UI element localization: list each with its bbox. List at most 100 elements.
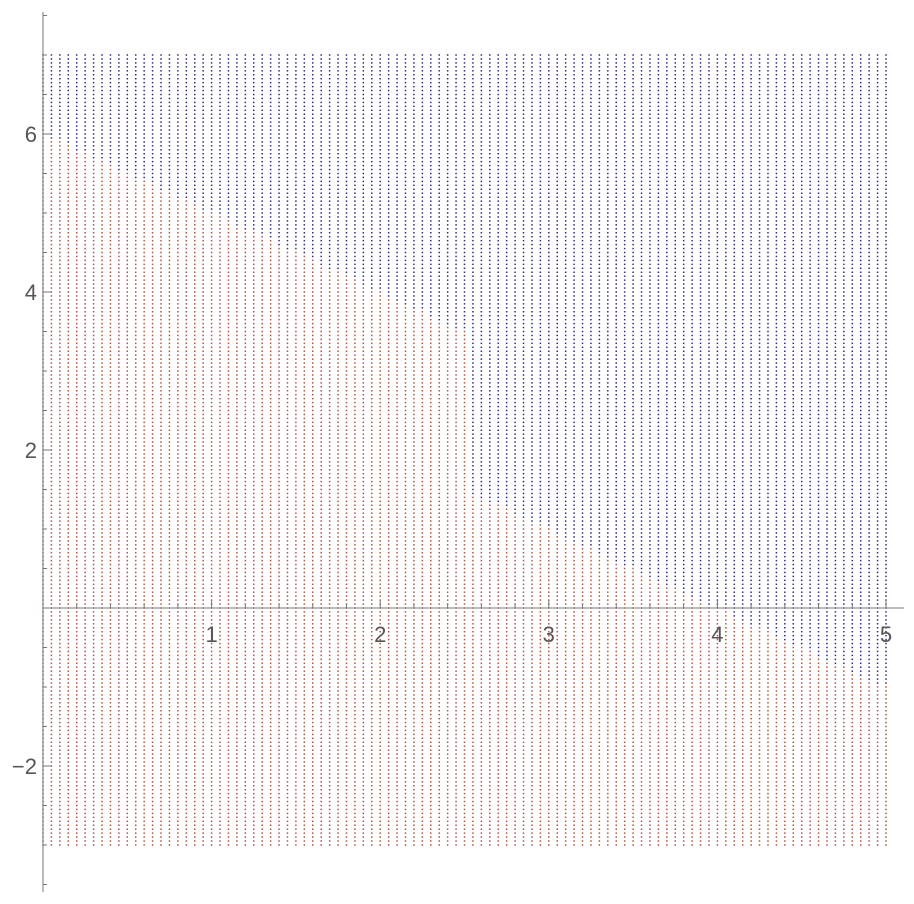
data-point [160,62,162,64]
data-point [118,670,120,672]
data-point [101,196,103,198]
data-point [92,820,95,823]
data-point [227,520,230,522]
data-point [50,393,53,396]
data-point [67,441,70,443]
data-point [126,228,129,230]
data-point [177,496,179,499]
data-point [75,749,78,751]
data-point [168,232,171,234]
data-point [236,741,238,744]
data-point [143,101,145,104]
data-point [168,342,171,345]
data-point [50,417,53,420]
data-point [177,548,179,550]
data-point [84,58,86,60]
data-point [160,646,162,649]
data-point [75,405,78,408]
data-point [193,93,196,96]
data-point [59,390,61,392]
data-point [227,145,230,147]
data-point [202,89,204,92]
data-point [202,330,204,333]
data-point [134,773,137,775]
data-point [126,77,129,80]
data-point [134,638,137,641]
data-point [118,540,120,542]
data-point [143,291,145,293]
data-point [126,93,129,96]
data-point [151,559,154,562]
data-point [177,54,179,56]
data-point [219,603,221,605]
data-point [210,172,213,175]
data-point [236,318,238,321]
data-point [177,113,179,115]
data-point [244,390,247,392]
data-point [151,397,154,400]
data-point [109,804,112,807]
data-point [50,386,53,388]
data-point [50,200,53,202]
data-point [244,196,247,198]
data-point [143,54,145,56]
data-point [168,761,171,763]
data-point [244,453,247,455]
data-point [193,405,196,408]
data-point [177,77,179,80]
data-point [50,105,53,108]
data-point [185,630,188,633]
data-point [101,500,103,503]
data-point [227,307,230,309]
data-point [101,354,103,356]
data-point [126,812,129,815]
data-point [109,334,112,337]
data-point [177,528,179,530]
data-point [219,623,221,625]
data-point [177,563,179,566]
data-point [75,516,78,518]
data-point [67,713,70,716]
data-point [202,251,204,254]
data-point [168,421,171,424]
data-point [151,208,154,210]
data-point [126,642,129,645]
data-point [84,354,86,356]
data-point [59,488,61,491]
data-point [219,476,221,479]
data-point [75,97,78,100]
data-point [109,682,112,684]
data-point [177,484,179,487]
data-point [126,548,129,550]
data-point [143,433,145,435]
data-point [109,255,112,258]
data-point [50,326,53,329]
data-point [168,662,171,665]
data-point [193,66,196,68]
data-point [84,133,86,135]
data-point [151,812,154,815]
data-point [168,528,171,530]
data-point [126,777,129,779]
data-point [177,733,179,736]
data-point [134,611,137,613]
data-point [75,559,78,562]
data-point [126,149,129,151]
data-point [92,658,95,661]
data-point [126,567,129,570]
data-point [92,362,95,364]
data-point [109,358,112,360]
data-point [50,737,53,740]
data-point [67,251,70,254]
data-point [210,796,213,799]
data-point [92,836,95,838]
data-point [75,808,78,811]
data-point [185,508,188,510]
data-point [219,733,221,736]
data-point [168,524,171,526]
data-point [50,382,53,384]
data-point [109,551,112,554]
data-point [101,812,103,815]
data-point [67,808,70,811]
